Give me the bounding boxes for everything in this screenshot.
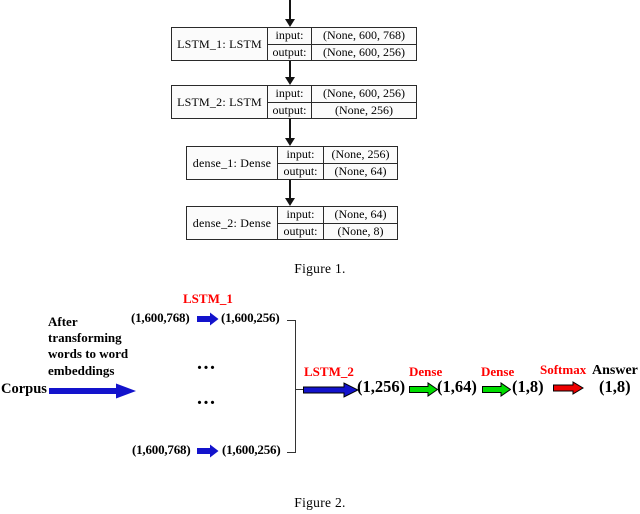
answer-label: Answer [592, 363, 638, 378]
io-label: output: [268, 102, 312, 118]
ellipsis-top: ... [197, 352, 217, 374]
arrow-head-icon [285, 19, 295, 27]
lstm1-label: LSTM_1 [183, 291, 233, 306]
layer-name: dense_2: Dense [187, 207, 278, 239]
layer-name: LSTM_1: LSTM [172, 28, 268, 60]
io-row-input: input: (None, 64) [278, 207, 397, 224]
arrow-line [289, 180, 291, 198]
io-shape: (None, 600, 256) [323, 86, 405, 101]
layer-io-table: input: (None, 600, 256) output: (None, 2… [268, 86, 416, 118]
note-line: words to word [48, 346, 129, 362]
layer-io-table: input: (None, 64) output: (None, 8) [278, 207, 397, 239]
note-line: embeddings [48, 362, 115, 378]
io-row-output: output: (None, 256) [268, 102, 416, 118]
softmax-arrow-icon [553, 381, 584, 395]
io-label: input: [278, 207, 324, 223]
io-label: output: [278, 163, 324, 179]
figure2-caption: Figure 2. [294, 495, 346, 510]
flow-arrow-down [284, 0, 296, 27]
lstm2-arrow-icon [303, 382, 359, 398]
note-line: transforming [48, 330, 122, 346]
ellipsis-bottom: ... [197, 387, 217, 409]
arrow-line [289, 61, 291, 77]
io-row-output: output: (None, 8) [278, 223, 397, 239]
note-line: After [48, 314, 78, 329]
arrow-head-icon [285, 77, 295, 85]
merge-bracket-bottom-tick [287, 452, 296, 454]
layer-box-lstm2: LSTM_2: LSTM input: (None, 600, 256) out… [171, 85, 417, 119]
io-shape: (None, 64) [334, 207, 387, 222]
layer-io-table: input: (None, 600, 768) output: (None, 6… [268, 28, 416, 60]
dense1-arrow-icon [409, 382, 438, 397]
io-label: input: [268, 86, 312, 102]
io-row-input: input: (None, 600, 256) [268, 86, 416, 103]
io-shape: (None, 256) [335, 102, 393, 117]
merge-bracket-vline [295, 320, 297, 453]
io-label: output: [278, 223, 324, 239]
io-label: input: [278, 147, 324, 163]
layer-box-dense1: dense_1: Dense input: (None, 256) output… [186, 146, 398, 180]
dense1-output-shape: (1,64) [437, 377, 477, 396]
flow-arrow-down [284, 61, 296, 85]
lstm1-arrow-icon [197, 444, 219, 458]
figure1-caption: Figure 1. [294, 261, 346, 276]
io-row-output: output: (None, 64) [278, 163, 397, 179]
io-shape: (None, 64) [334, 163, 387, 178]
dense2-label: Dense [481, 364, 515, 379]
merge-bracket-top-tick [287, 320, 296, 322]
layer-box-dense2: dense_2: Dense input: (None, 64) output:… [186, 206, 398, 240]
bottom-row-input-shape: (1,600,768) [132, 442, 191, 457]
corpus-arrow-icon [49, 383, 136, 399]
arrow-line [289, 0, 291, 19]
io-shape: (None, 8) [337, 223, 384, 238]
corpus-label: Corpus [1, 381, 47, 397]
arrow-head-icon [285, 138, 295, 146]
io-label: input: [268, 28, 312, 44]
arrow-head-icon [285, 198, 295, 206]
dense2-output-shape: (1,8) [512, 377, 544, 396]
layer-io-table: input: (None, 256) output: (None, 64) [278, 147, 397, 179]
top-row-input-shape: (1,600,768) [131, 310, 190, 325]
lstm2-output-shape: (1,256) [357, 377, 406, 396]
io-shape: (None, 256) [331, 147, 390, 162]
lstm1-arrow-icon [197, 312, 219, 326]
top-row-output-shape: (1,600,256) [221, 310, 280, 325]
dense1-label: Dense [409, 364, 443, 379]
layer-name: LSTM_2: LSTM [172, 86, 268, 118]
io-row-input: input: (None, 256) [278, 147, 397, 164]
flow-arrow-down [284, 180, 296, 206]
io-label: output: [268, 44, 312, 60]
layer-box-lstm1: LSTM_1: LSTM input: (None, 600, 768) out… [171, 27, 417, 61]
merge-bracket-mid-tick [295, 389, 304, 391]
io-shape: (None, 600, 768) [323, 28, 405, 43]
dense2-arrow-icon [482, 382, 511, 397]
io-shape: (None, 600, 256) [323, 44, 405, 59]
io-row-output: output: (None, 600, 256) [268, 44, 416, 60]
lstm2-label: LSTM_2 [304, 364, 354, 379]
io-row-input: input: (None, 600, 768) [268, 28, 416, 45]
flow-arrow-down [284, 119, 296, 146]
transform-note: After transforming words to word embeddi… [48, 314, 128, 379]
softmax-label: Softmax [540, 362, 587, 377]
layer-name: dense_1: Dense [187, 147, 278, 179]
bottom-row-output-shape: (1,600,256) [222, 442, 281, 457]
arrow-line [289, 119, 291, 138]
answer-shape: (1,8) [599, 377, 631, 396]
